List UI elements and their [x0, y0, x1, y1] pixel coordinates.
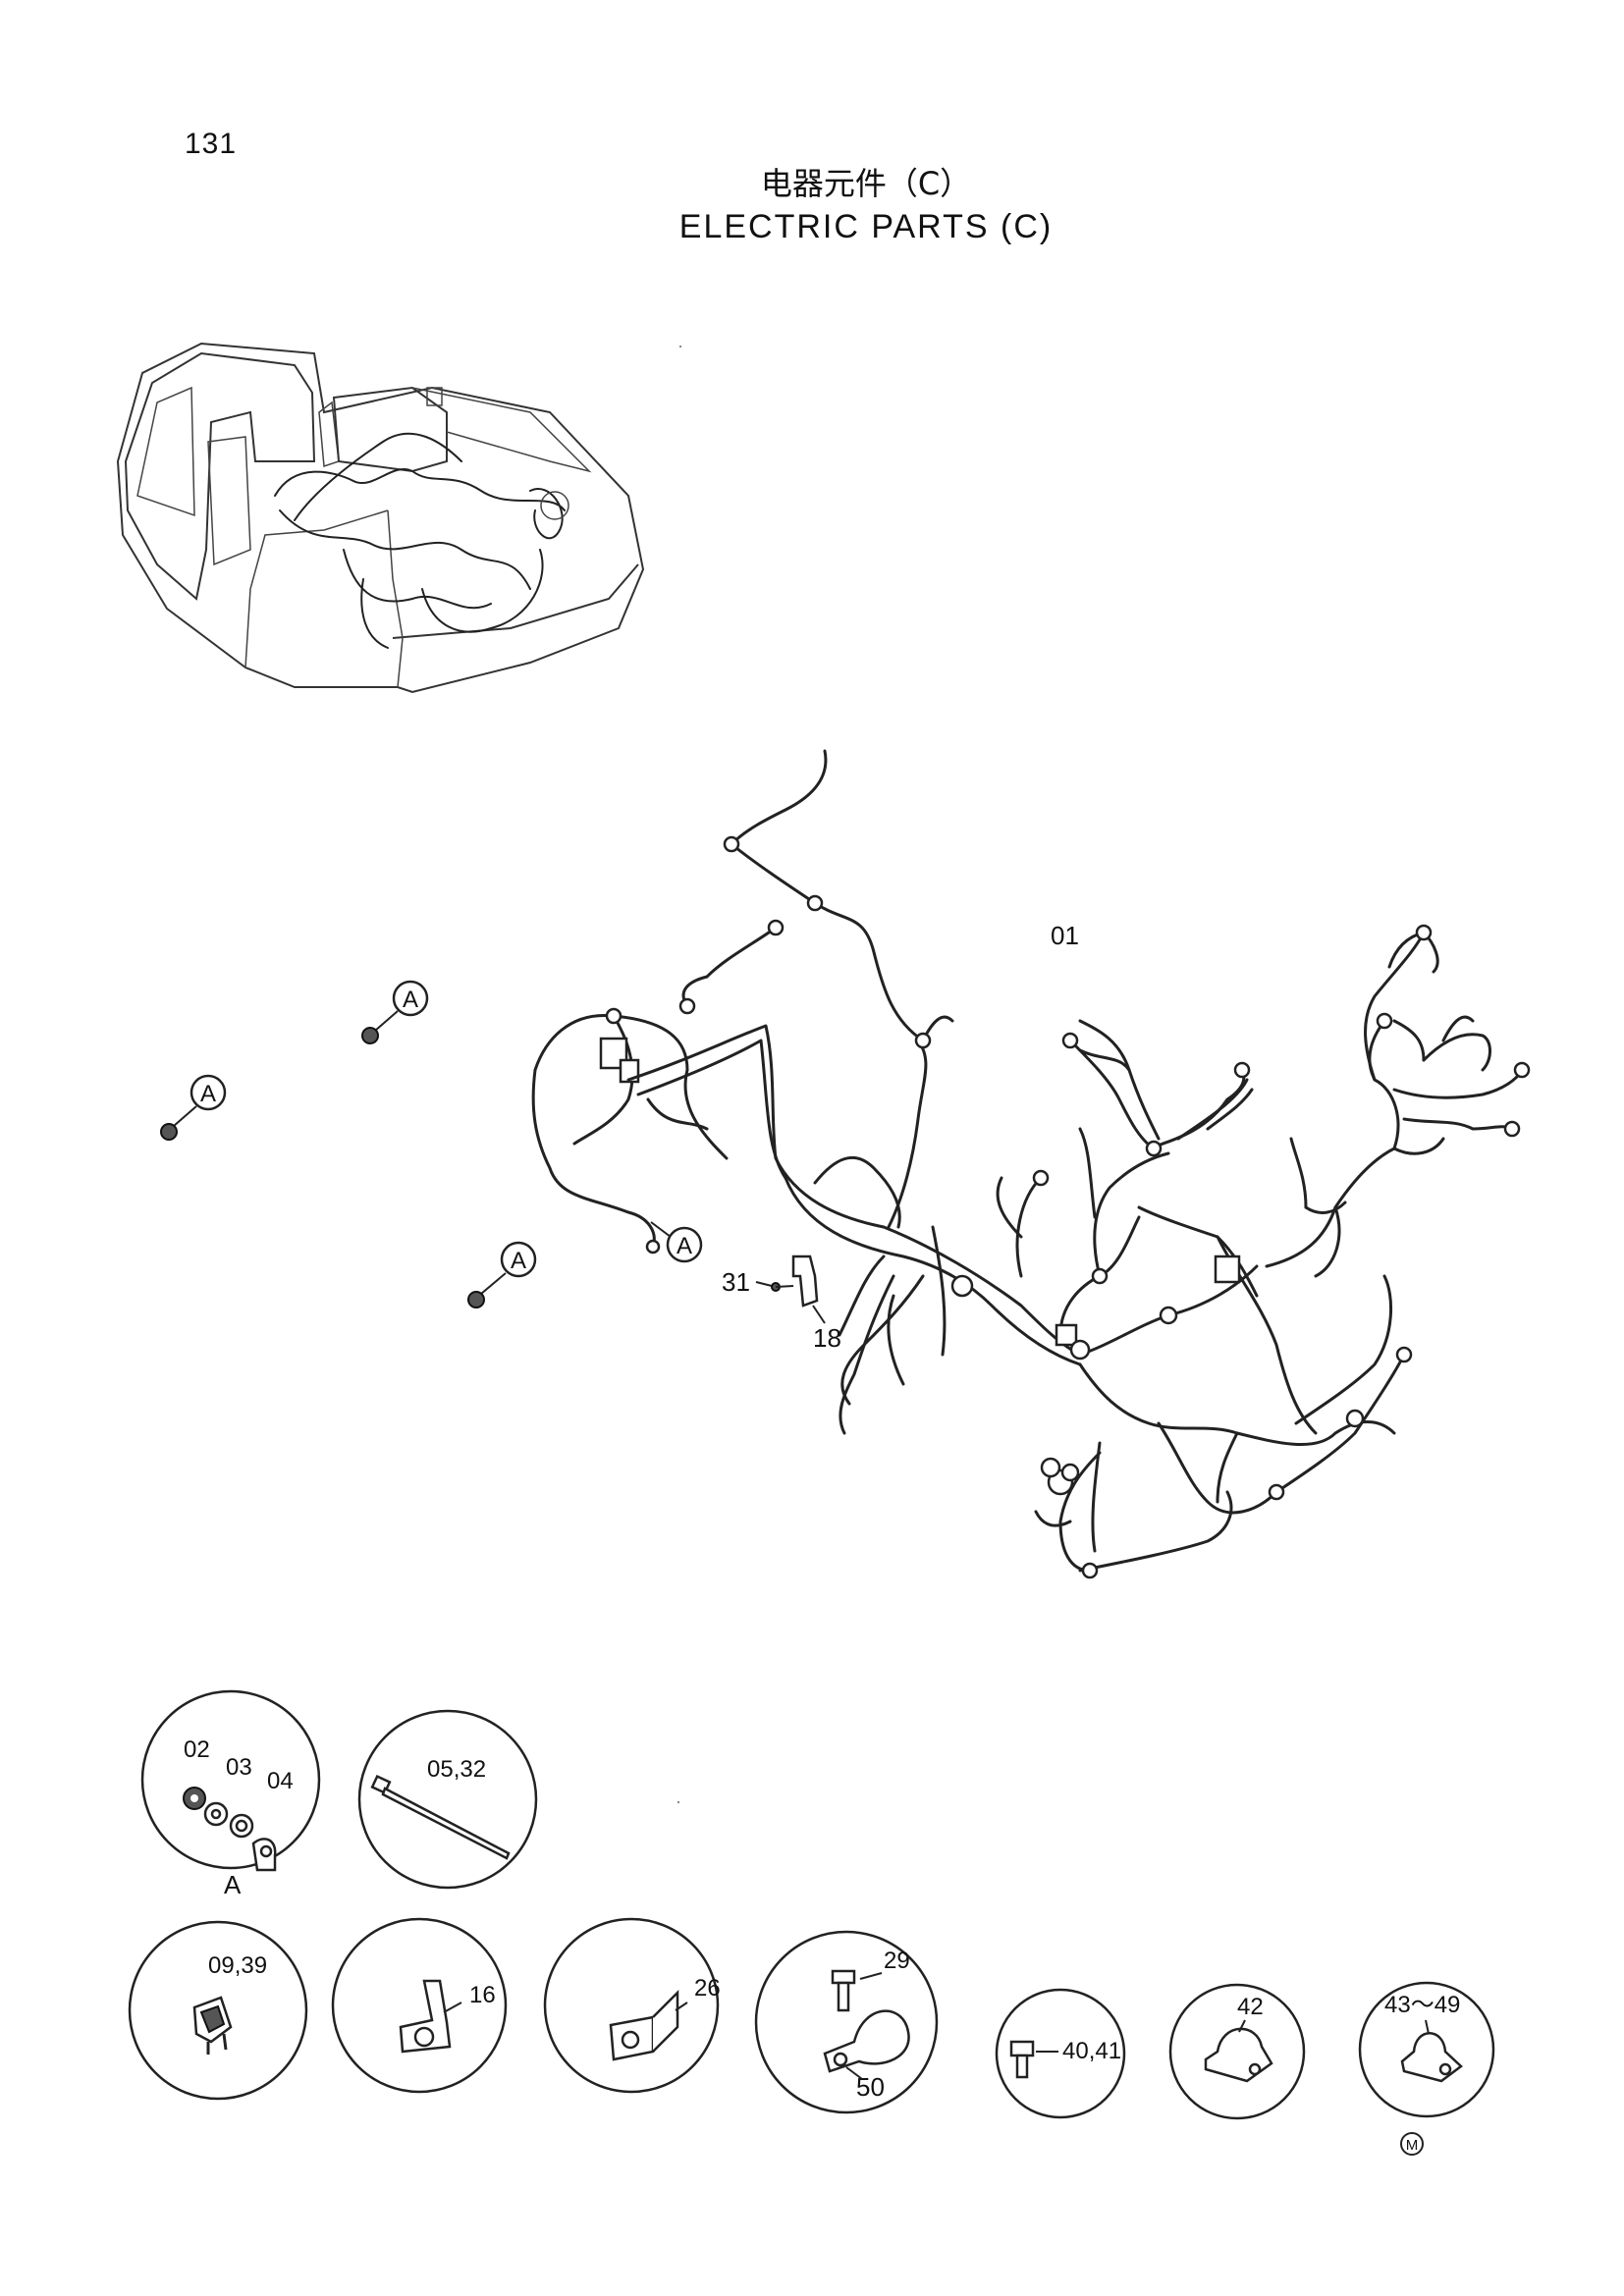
svg-text:42: 42 — [1237, 1994, 1264, 2020]
ref-a-4: A — [650, 1221, 703, 1263]
svg-text:09,39: 09,39 — [208, 1952, 267, 1979]
label-bracket-18: 18 — [813, 1323, 841, 1353]
svg-text:A: A — [200, 1081, 216, 1107]
ref-a-3: A — [467, 1241, 537, 1308]
title-english: ELECTRIC PARTS (C) — [678, 208, 1054, 245]
label-harness-01: 01 — [1051, 921, 1079, 950]
svg-text:03: 03 — [226, 1754, 252, 1781]
svg-text:A: A — [677, 1233, 692, 1259]
svg-text:43～49: 43～49 — [1384, 1992, 1460, 2018]
svg-text:40,41: 40,41 — [1062, 2038, 1121, 2064]
page-number: 131 — [185, 128, 238, 160]
title-chinese: 电器元件（C） — [760, 165, 972, 202]
ref-a-2: A — [160, 1074, 227, 1141]
detail-bracket-26: 26 — [543, 1917, 721, 2094]
svg-text:16: 16 — [469, 1982, 496, 2008]
detail-clamp-43-49: 43～49 M — [1358, 1981, 1495, 2156]
detail-clip-09-39: 09,39 — [128, 1920, 308, 2101]
svg-text:A: A — [403, 987, 418, 1013]
svg-text:26: 26 — [694, 1975, 721, 2002]
callouts: 01 A A A A — [160, 921, 1079, 1353]
detail-clamp-29-50: 29 50 — [754, 1930, 939, 2114]
detail-cable-tie: 05,32 — [357, 1709, 538, 1890]
detail-plate-16: 16 — [331, 1917, 508, 2094]
svg-text:04: 04 — [267, 1768, 294, 1794]
detail-nut-set: 02 03 04 A — [140, 1689, 321, 1899]
svg-text:A: A — [224, 1870, 242, 1899]
svg-text:05,32: 05,32 — [427, 1756, 486, 1783]
svg-text:29: 29 — [884, 1948, 910, 1974]
main-wire-harness — [531, 749, 1531, 1579]
detail-clamp-42: 42 — [1168, 1983, 1306, 2120]
svg-text:A: A — [511, 1248, 526, 1274]
svg-text:02: 02 — [184, 1736, 210, 1763]
svg-text:50: 50 — [856, 2072, 885, 2102]
excavator-overview — [116, 342, 645, 694]
ref-a-1: A — [361, 980, 429, 1044]
mark-m: M — [1406, 2137, 1419, 2154]
detail-bolt-40-41: 40,41 — [995, 1988, 1126, 2119]
title-block: 电器元件（C） ELECTRIC PARTS (C) — [0, 159, 1624, 246]
label-screw-31: 31 — [722, 1267, 750, 1297]
